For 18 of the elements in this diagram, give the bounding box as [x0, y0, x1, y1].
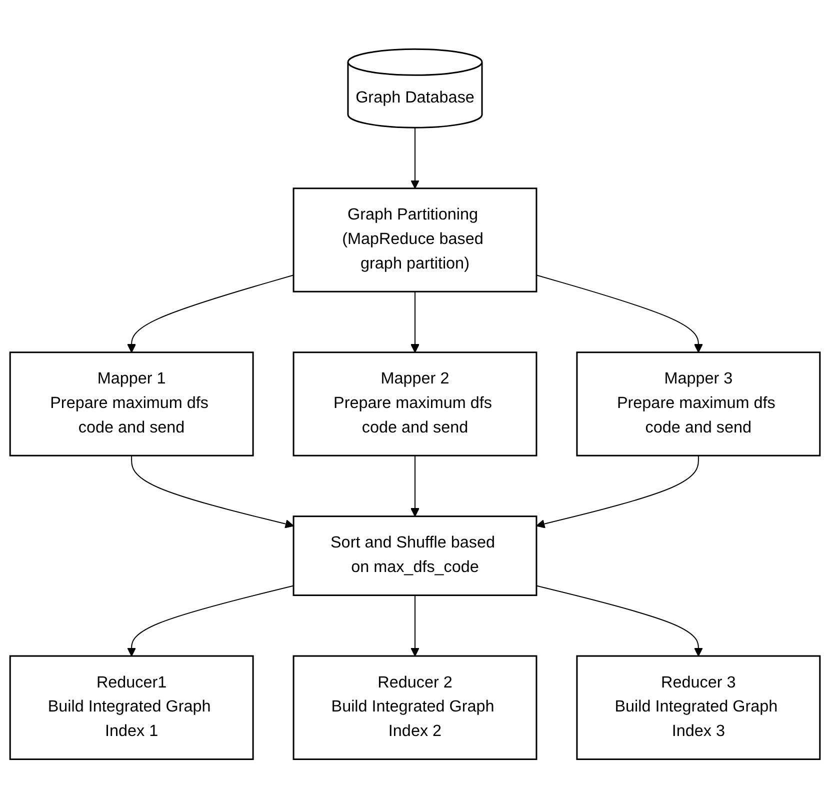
arrow — [536, 456, 699, 529]
arrow — [410, 456, 420, 518]
arrow — [131, 456, 294, 529]
node-box: Mapper 1 Prepare maximum dfs code and send — [9, 352, 254, 457]
node-box: Mapper 2 Prepare maximum dfs code and send — [292, 352, 538, 457]
node-box: Sort and Shuffle based on max_dfs_code — [292, 516, 538, 596]
arrow — [127, 274, 294, 354]
node-box: Mapper 3 Prepare maximum dfs code and send — [576, 352, 821, 457]
node-box: Graph Partitioning (MapReduce based graph partition) — [292, 188, 538, 293]
arrow — [536, 274, 703, 354]
node-box: Reducer 3 Build Integrated Graph Index 3 — [576, 656, 821, 760]
arrow — [410, 596, 420, 657]
arrow — [536, 586, 703, 657]
arrow — [410, 292, 420, 354]
arrow — [410, 128, 420, 190]
node-box: Reducer 2 Build Integrated Graph Index 2 — [292, 656, 538, 760]
arrow — [127, 586, 294, 657]
node-box: Reducer1 Build Integrated Graph Index 1 — [9, 656, 254, 760]
